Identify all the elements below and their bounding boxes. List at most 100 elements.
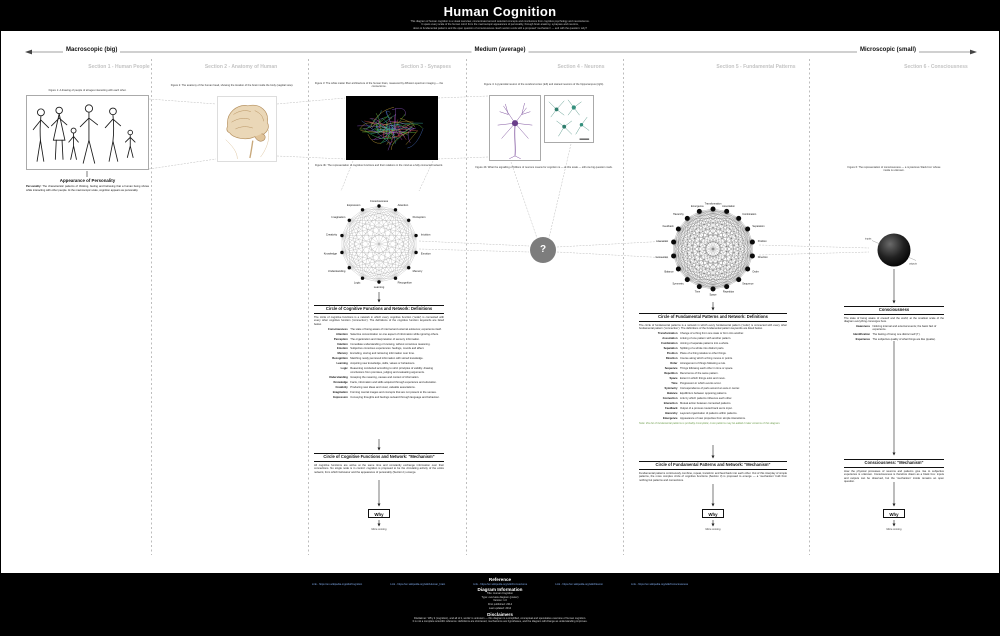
definition-term: Identification	[853, 333, 870, 337]
definition-text: Link by which patterns influence each ot…	[679, 396, 733, 400]
cognitive-mechanism-block: Circle of Cognitive Functions and Networ…	[314, 453, 444, 474]
definition-row: Understanding Grasping the meaning, caus…	[314, 376, 444, 379]
definition-row: Space Extent in which things exist and m…	[639, 377, 787, 380]
svg-text:Hierarchy: Hierarchy	[673, 213, 684, 216]
definition-text: Forming mental images and concepts that …	[350, 390, 437, 394]
definition-text: Facts, information and skills acquired t…	[350, 380, 437, 384]
consciousness-block: Consciousness The state of being aware o…	[844, 306, 944, 342]
definition-term: Sequence	[664, 366, 678, 370]
patterns-definitions-intro: The circle of fundamental patterns is a …	[639, 323, 787, 331]
page-title: Human Cognition	[443, 4, 557, 19]
disclaimer-line: Disclaimer: 'Why it (cognition), and all…	[414, 616, 586, 620]
disclaimers-title: Disclaimers	[487, 611, 513, 617]
header-bar: Human Cognition This diagram of human co…	[1, 1, 999, 31]
definition-term: Position	[666, 351, 678, 355]
definition-term: Repetition	[664, 371, 678, 375]
definition-term: Attention	[336, 332, 348, 336]
definition-row: Repetition Recurrence of the same patter…	[639, 372, 787, 375]
definition-row: Attention Selective concentration on one…	[314, 333, 444, 336]
reference-title: Reference	[488, 576, 512, 582]
svg-text:Knowledge: Knowledge	[324, 252, 338, 256]
definition-row: Imagination Forming mental images and co…	[314, 391, 444, 394]
reference-link[interactable]: Link - https://en.wikipedia.org/wiki/Hum…	[390, 582, 446, 586]
definition-row: Direction Course along which a thing mov…	[639, 357, 787, 360]
definition-row: Balance Equilibrium between opposing pat…	[639, 392, 787, 395]
brain-figure	[217, 96, 277, 162]
svg-text:Time: Time	[695, 291, 701, 294]
reference-link[interactable]: Link - https://en.wikipedia.org/wiki/Neu…	[555, 582, 604, 586]
svg-text:Direction: Direction	[758, 256, 768, 259]
info-line: First published: 2014	[487, 602, 513, 606]
footer-bar: Reference Link - https://en.wikipedia.or…	[1, 573, 999, 635]
svg-text:Imagination: Imagination	[331, 215, 345, 219]
definition-text: Immediate understanding or knowing, with…	[350, 342, 431, 346]
definition-text: Noticing internal and external events; t…	[872, 325, 937, 332]
definition-term: Learning	[336, 362, 348, 366]
definition-row: Creativity Producing new ideas and novel…	[314, 386, 444, 389]
definition-term: Expression	[333, 395, 348, 399]
consciousness-sphere: inputs outputs	[865, 233, 918, 267]
definition-row: Consciousness The state of being aware o…	[314, 328, 444, 331]
column-separator	[623, 59, 624, 555]
definition-text: The organization and interpretation of s…	[350, 337, 420, 341]
definition-term: Intuition	[337, 342, 348, 346]
svg-text:Perception: Perception	[413, 215, 426, 219]
definition-text: Linking of one pattern with another patt…	[679, 337, 732, 341]
definition-term: Imagination	[332, 390, 348, 394]
definition-term: Emergence	[662, 416, 678, 420]
consciousness-definitions-list: Awareness Noticing internal and external…	[844, 325, 944, 342]
header-subtitle: This diagram of human cognition is a vis…	[1, 20, 999, 30]
svg-text:Symmetry: Symmetry	[673, 283, 685, 286]
definition-text: Output of a process routed back as its i…	[679, 406, 733, 410]
why-box-cognitive: Why	[368, 509, 390, 518]
sphere-outputs-label: outputs	[909, 263, 918, 266]
svg-text:Position: Position	[758, 240, 768, 243]
people-figure	[26, 95, 149, 170]
svg-text:Interaction: Interaction	[657, 240, 669, 243]
definition-term: Creativity	[335, 385, 348, 389]
reference-link[interactable]: Link - https://en.wikipedia.org/wiki/Con…	[473, 582, 528, 586]
definition-row: Separation Splitting of a whole into dis…	[639, 347, 787, 350]
definition-term: Transformation	[657, 332, 678, 336]
cognitive-definitions-list: Consciousness The state of being aware o…	[314, 328, 444, 399]
definition-text: Grasping the meaning, causes and context…	[350, 375, 420, 379]
definition-term: Time	[671, 381, 678, 385]
connectome-figure	[346, 96, 438, 160]
section-3-label: Section 3 - Synapses	[400, 64, 452, 70]
definition-term: Order	[670, 361, 678, 365]
reference-link[interactable]: Link - https://en.wikipedia.org/wiki/Con…	[631, 582, 689, 586]
definition-row: Perception The organization and interpre…	[314, 338, 444, 341]
definition-row: Expression Conveying thoughts and feelin…	[314, 396, 444, 399]
definition-text: The state of being aware of internal and…	[350, 327, 442, 331]
info-line: Title: Human Cognition	[486, 592, 514, 595]
svg-text:Memory: Memory	[413, 269, 423, 273]
definition-text: Change of a thing from one state or form…	[679, 332, 744, 336]
definition-row: Position Place of a thing relative to ot…	[639, 352, 787, 355]
definition-term: Emotion	[337, 347, 348, 351]
definition-term: Perception	[333, 337, 348, 341]
definition-text: The feeling of being one distinct self (…	[872, 333, 921, 337]
definition-text: Acquiring new knowledge, skills, values …	[350, 362, 416, 366]
neuron-figure-right	[544, 95, 594, 143]
definition-row: Transformation Change of a thing from on…	[639, 332, 787, 335]
svg-text:Learning: Learning	[374, 285, 385, 289]
axis-label-medium: Medium (average)	[471, 47, 529, 53]
definition-term: Balance	[667, 391, 678, 395]
svg-text:Attention: Attention	[398, 203, 409, 207]
definition-row: Memory Encoding, storing and retrieving …	[314, 352, 444, 355]
svg-text:Connection: Connection	[656, 256, 669, 259]
definition-term: Direction	[665, 356, 678, 360]
definition-term: Knowledge	[333, 380, 348, 384]
definition-text: Appearance of new properties from simple…	[679, 416, 746, 420]
svg-text:Intuition: Intuition	[421, 232, 431, 236]
brain-drawing	[225, 104, 269, 159]
connectome-drawing	[357, 107, 424, 151]
definition-term: Understanding	[328, 375, 348, 379]
patterns-definitions-block: Circle of Fundamental Patterns and Netwo…	[639, 313, 787, 425]
figure-3-caption: Figure 3: The white matter fiber archite…	[314, 82, 444, 89]
cognitive-definitions-intro: The circle of cognitive functions is a n…	[314, 315, 444, 326]
reference-link[interactable]: Link - https://en.wikipedia.org/wiki/Cog…	[311, 582, 363, 586]
definition-row: Emergence Appearance of new properties f…	[639, 417, 787, 420]
definition-term: Association	[662, 337, 678, 341]
people-drawing	[32, 104, 136, 164]
